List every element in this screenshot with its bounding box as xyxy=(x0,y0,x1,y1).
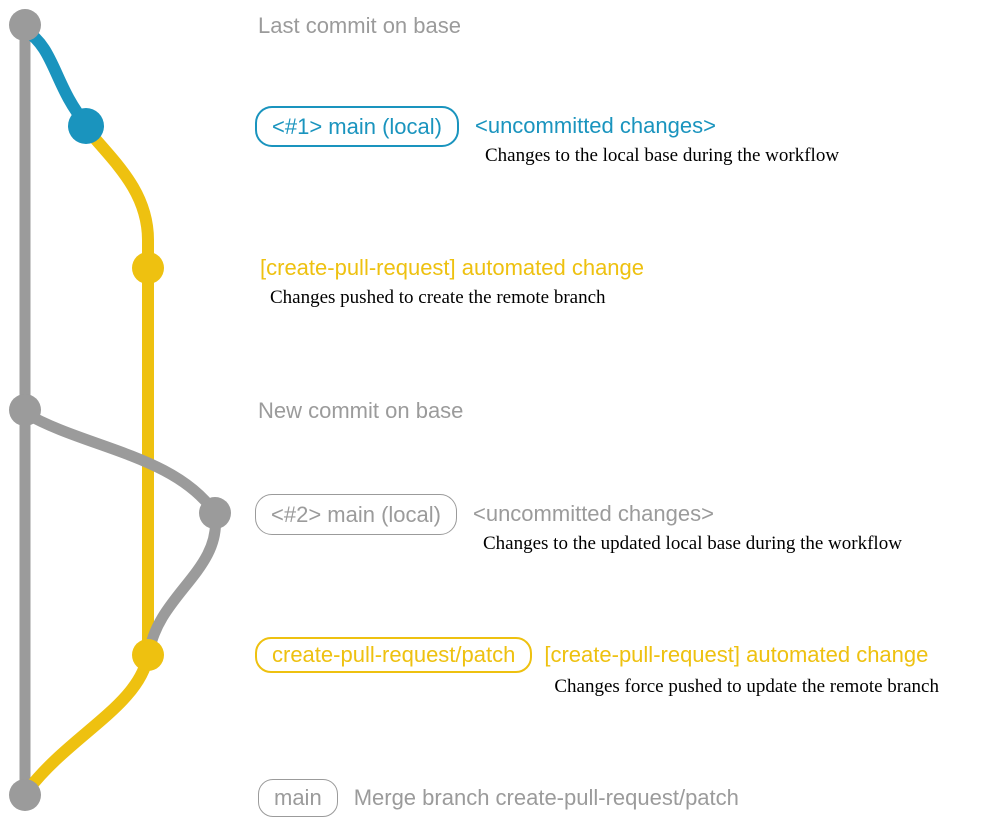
patch-branch-row: create-pull-request/patch [create-pull-r… xyxy=(255,637,939,698)
merge-row: main Merge branch create-pull-request/pa… xyxy=(258,779,739,817)
main-local-1-branch-badge: <#1> main (local) xyxy=(255,106,459,147)
patch-branch-description: Changes force pushed to update the remot… xyxy=(554,676,939,697)
main-local-1-title: <uncommitted changes> xyxy=(474,113,716,138)
automated-change-1-title: [create-pull-request] automated change xyxy=(260,255,645,280)
commit-dot-automated-change-1 xyxy=(132,252,164,284)
main-local-1-description: Changes to the local base during the wor… xyxy=(484,145,840,166)
new-commit-heading: New commit on base xyxy=(258,398,464,423)
commit-dot-last-base xyxy=(9,9,41,41)
automated-change-1-text: [create-pull-request] automated change C… xyxy=(260,255,644,309)
commit-dot-new-base xyxy=(9,394,41,426)
main-branch-badge: main xyxy=(258,779,338,817)
patch-branch-merge-curve xyxy=(23,653,154,794)
commit-dot-merge xyxy=(9,779,41,811)
patch-branch-badge: create-pull-request/patch xyxy=(255,637,533,673)
main-local-1-branch-curve xyxy=(21,24,91,128)
last-commit-heading: Last commit on base xyxy=(258,13,461,38)
automated-change-1-description: Changes pushed to create the remote bran… xyxy=(270,287,606,308)
automated-change-1-row: [create-pull-request] automated change C… xyxy=(260,255,644,309)
main-local-2-rebase-curve xyxy=(143,514,221,655)
main-local-2-branch-badge: <#2> main (local) xyxy=(255,494,457,535)
main-local-2-description: Changes to the updated local base during… xyxy=(482,533,902,554)
main-local-1-text: <uncommitted changes> Changes to the loc… xyxy=(475,113,839,167)
main-local-1-row: <#1> main (local) <uncommitted changes> … xyxy=(255,106,839,167)
main-local-2-row: <#2> main (local) <uncommitted changes> … xyxy=(255,494,902,555)
patch-branch-title: [create-pull-request] automated change xyxy=(544,642,929,667)
main-local-2-title: <uncommitted changes> xyxy=(472,501,714,526)
main-local-2-text: <uncommitted changes> Changes to the upd… xyxy=(473,501,902,555)
patch-branch-line xyxy=(81,124,154,655)
commit-dot-main-local-1 xyxy=(68,108,104,144)
commit-dot-automated-change-2 xyxy=(132,639,164,671)
patch-branch-text: [create-pull-request] automated change C… xyxy=(544,642,939,698)
main-local-2-branch-curve xyxy=(22,408,220,517)
merge-title: Merge branch create-pull-request/patch xyxy=(353,785,739,810)
commit-dot-main-local-2 xyxy=(199,497,231,529)
